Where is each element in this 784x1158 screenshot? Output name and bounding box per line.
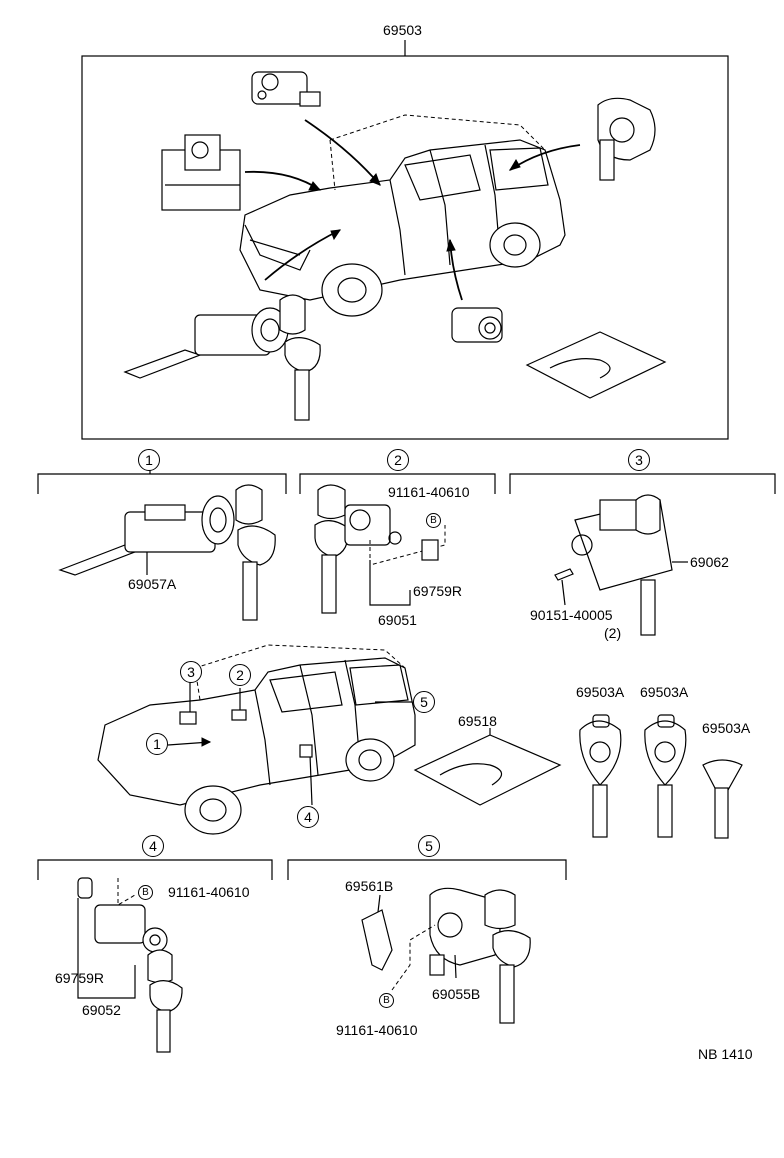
master-key-label-1: 69503A — [576, 684, 625, 700]
ignition-cylinder-label: 69057A — [128, 576, 177, 592]
back-door-lock-drawing — [361, 887, 531, 1024]
pin-b-label-2: 91161-40610 — [388, 484, 470, 500]
car-callout-5: 5 — [413, 691, 435, 713]
car-callout-1: 1 — [146, 733, 168, 755]
lock-set-label: 69051 — [378, 612, 417, 628]
back-door-lock-label: 69055B — [432, 986, 481, 1002]
top-console-lock — [161, 134, 241, 211]
door-lock-drawing — [554, 494, 688, 636]
screw-qty-label: (2) — [604, 625, 622, 641]
ignition-cylinder-drawing — [58, 484, 276, 621]
pin-b-label-4: 91161-40610 — [168, 884, 250, 900]
master-key-1-drawing — [579, 714, 622, 838]
lower-vehicle-drawing — [97, 644, 416, 835]
section-callout-4: 4 — [142, 835, 164, 857]
section-callout-1: 1 — [138, 449, 160, 471]
section-callout-5: 5 — [418, 835, 440, 857]
b-mark-4: B — [138, 885, 153, 900]
pin-b-label-5: 91161-40610 — [336, 1022, 418, 1038]
main-assembly-label: 69503 — [383, 22, 422, 38]
bracket-5 — [287, 859, 567, 880]
car-callout-4: 4 — [297, 806, 319, 828]
sub-key-label: 69503A — [702, 720, 751, 736]
lock-set-drawing — [314, 484, 446, 614]
top-vehicle-drawing — [239, 114, 566, 317]
b-mark-5: B — [379, 993, 394, 1008]
retainer-label-5: 69561B — [345, 878, 394, 894]
b-mark-2: B — [426, 513, 441, 528]
car-callout-3: 3 — [180, 661, 202, 683]
bracket-2 — [299, 473, 496, 494]
door-lock-label-3: 69062 — [690, 554, 729, 570]
door-lock-label-4: 69052 — [82, 1002, 121, 1018]
section-callout-2: 2 — [387, 449, 409, 471]
top-hood-lock — [251, 71, 321, 107]
top-plate — [525, 331, 667, 399]
bracket-3 — [509, 473, 776, 494]
door-lock-4-drawing — [77, 877, 183, 1053]
top-ignition — [123, 294, 321, 421]
bracket-4 — [37, 859, 273, 880]
sub-key-drawing — [702, 759, 743, 839]
car-callout-2: 2 — [229, 664, 251, 686]
retainer-label-2: 69759R — [413, 583, 463, 599]
master-key-label-2: 69503A — [640, 684, 689, 700]
master-key-2-drawing — [644, 714, 687, 838]
top-back-lock — [597, 97, 656, 181]
assembly-arrows — [244, 119, 581, 301]
plate-drawing — [413, 728, 562, 806]
plate-label: 69518 — [458, 713, 497, 729]
bracket-1 — [37, 473, 287, 494]
section-callout-3: 3 — [628, 449, 650, 471]
screw-label: 90151-40005 — [530, 607, 613, 623]
page-code: NB 1410 — [698, 1046, 753, 1062]
top-door-lock — [451, 307, 503, 343]
retainer-label-4: 69759R — [55, 970, 105, 986]
